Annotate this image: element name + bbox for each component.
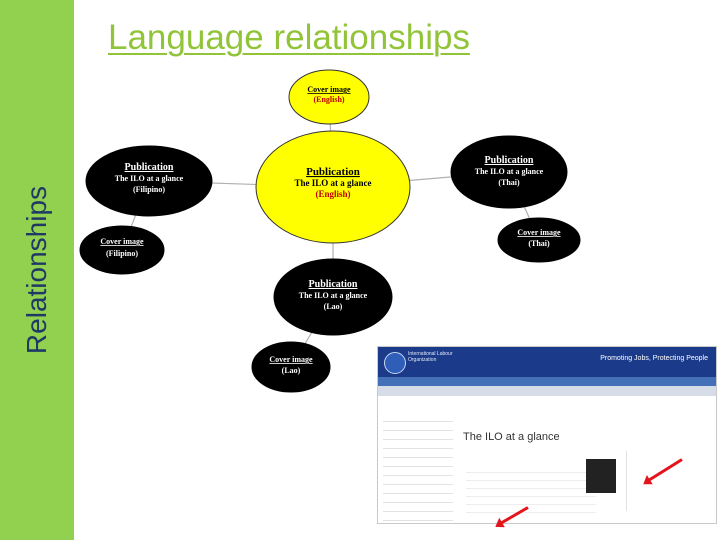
node-label: Cover image [307, 85, 351, 94]
screenshot-menu-bar [378, 386, 716, 396]
node-label: (Thai) [528, 239, 550, 248]
ilo-webpage-screenshot: International Labour Organization Promot… [377, 346, 717, 524]
node-label: (Lao) [324, 302, 343, 311]
node-shape [288, 69, 370, 125]
node-label: Publication [309, 279, 358, 290]
node-cover-lao: Cover image (Lao) [251, 341, 331, 393]
sidebar-band: Relationships [0, 0, 74, 540]
node-label: (Filipino) [133, 185, 165, 194]
screenshot-nav-bar [378, 377, 716, 386]
node-label: The ILO at a glance [115, 174, 184, 183]
screenshot-org-name: International Labour Organization [408, 351, 453, 363]
node-label: Publication [125, 162, 174, 173]
screenshot-tagline: Promoting Jobs, Protecting People [600, 355, 708, 362]
node-label: (Thai) [498, 178, 520, 187]
node-label: The ILO at a glance [299, 291, 368, 300]
node-label: (English) [313, 95, 344, 104]
node-label: Cover image [269, 355, 313, 364]
screenshot-side-menu [383, 413, 453, 521]
node-shape [450, 135, 568, 209]
node-cover-english: Cover image(English) [288, 69, 370, 125]
node-label: Cover image [100, 237, 144, 246]
screenshot-metadata-table [466, 465, 596, 513]
node-shape [251, 341, 331, 393]
ilo-logo-icon [384, 352, 406, 374]
slide-title: Language relationships [108, 18, 470, 57]
node-label: Publication [306, 166, 360, 178]
node-label: (Lao) [282, 366, 301, 375]
node-shape [85, 145, 213, 217]
node-shape [497, 217, 581, 263]
screenshot-page-heading: The ILO at a glance [463, 431, 560, 443]
screenshot-tools-panel [626, 451, 707, 511]
node-label: The ILO at a glance [475, 167, 544, 176]
node-cover-filipino: Cover image (Filipino) [79, 225, 165, 275]
screenshot-cover-thumbnail [586, 459, 616, 493]
node-label: (Filipino) [106, 249, 138, 258]
node-label: Cover image [517, 228, 561, 237]
screenshot-header: International Labour Organization Promot… [378, 347, 716, 377]
node-label: Publication [485, 155, 534, 166]
node-shape [273, 258, 393, 336]
node-label: The ILO at a glance [294, 178, 371, 188]
node-shape [79, 225, 165, 275]
node-cover-thai: Cover image (Thai) [497, 217, 581, 263]
node-label: (English) [315, 189, 350, 199]
node-shape [255, 130, 411, 244]
